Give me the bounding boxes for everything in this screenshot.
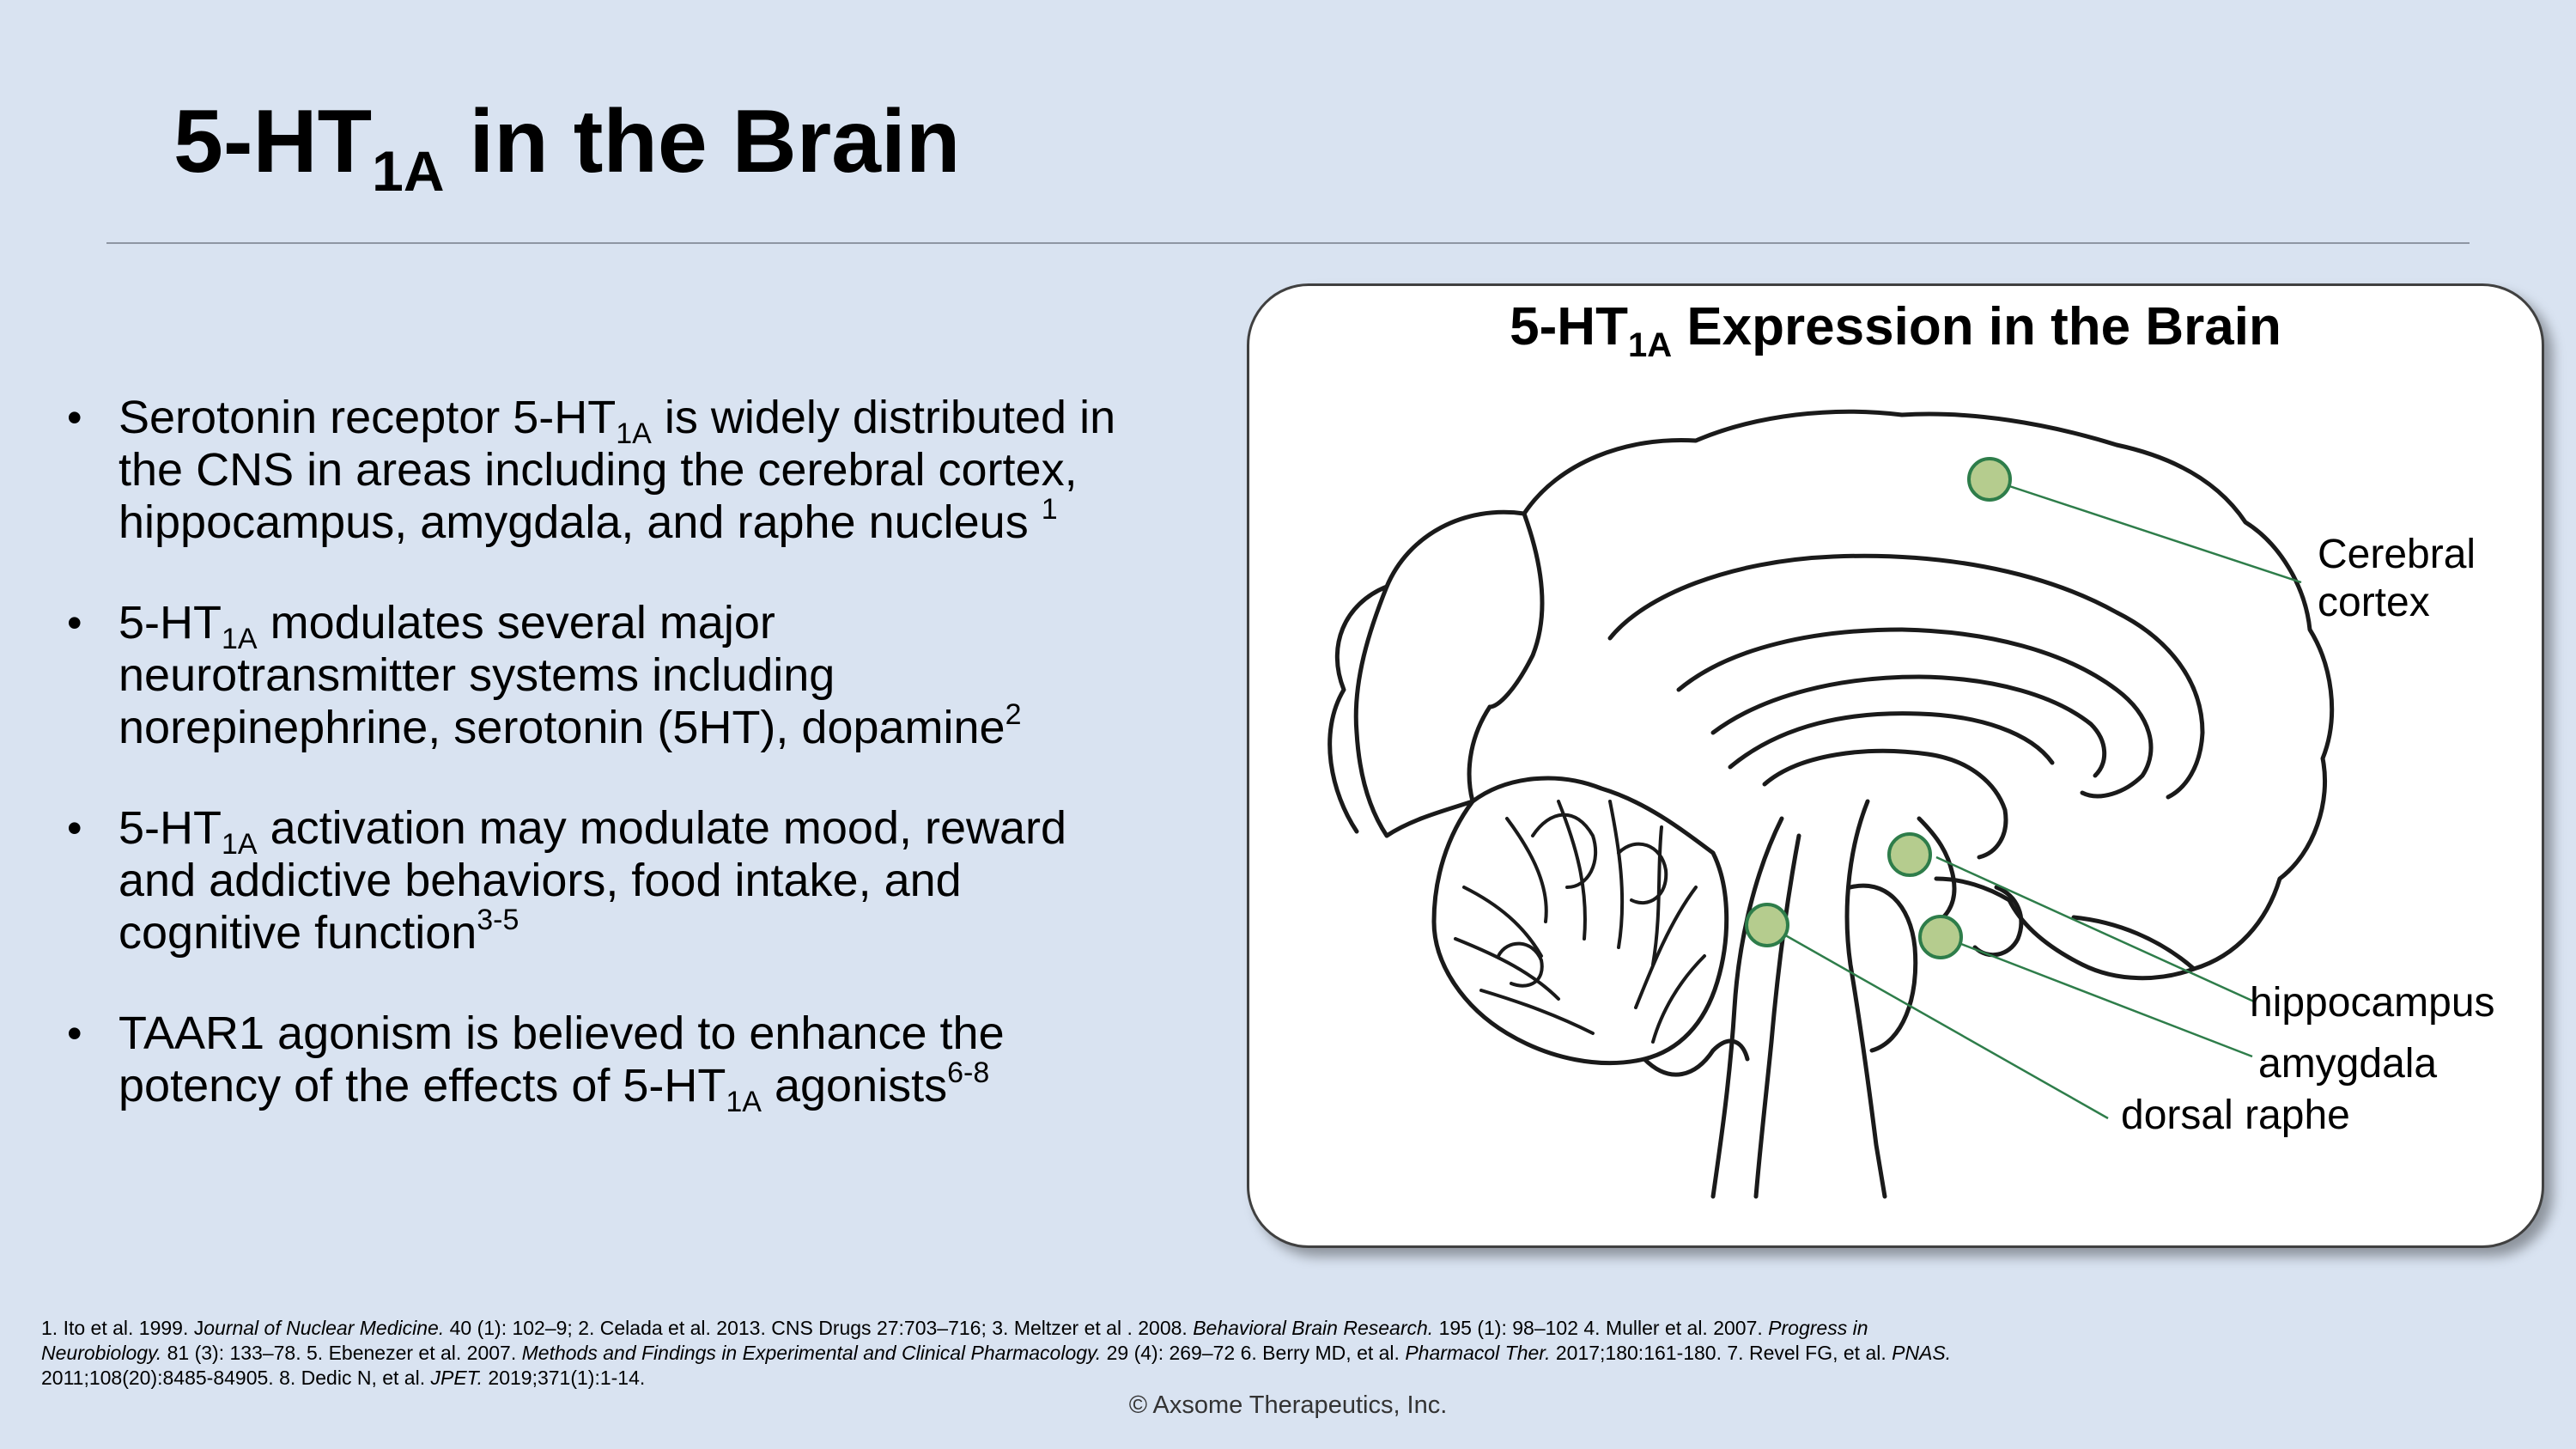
marker-cerebral-cortex	[1967, 457, 2012, 502]
slide-title: 5-HT1A in the Brain	[173, 92, 961, 203]
bullet-glyph: •	[67, 393, 82, 441]
brainstem-front	[1844, 799, 1887, 1199]
leader-line-cortex	[1993, 479, 2302, 584]
bullet-item: • TAAR1 agonism is believed to enhance t…	[67, 1008, 1005, 1118]
cerebellum-folia	[1505, 817, 1548, 923]
cerebellum-folia	[1531, 813, 1598, 889]
leader-line-amygdala	[1949, 938, 2253, 1058]
brain-diagram-panel: 5-HT1A Expression in the Brain Cerebral …	[1247, 283, 2544, 1248]
corpus-callosum-upper	[1676, 627, 2154, 799]
cerebellum-folia	[1651, 825, 1663, 966]
occipital-lobe	[1353, 584, 1492, 838]
pons	[1848, 883, 1918, 1053]
title-divider	[106, 242, 2470, 244]
label-amygdala: amygdala	[2258, 1041, 2438, 1087]
leader-line-hippocampus	[1935, 855, 2255, 1003]
cerebellum-lower	[1642, 1038, 1750, 1077]
label-cerebral-cortex: Cerebral cortex	[2318, 532, 2476, 625]
cerebellum-folia	[1651, 954, 1706, 1044]
copyright-footer: © Axsome Therapeutics, Inc.	[1128, 1391, 1448, 1419]
cerebellum-folia	[1497, 941, 1544, 988]
marker-amygdala	[1918, 915, 1963, 959]
cerebellum-folia	[1634, 886, 1698, 1009]
temporal-lobe	[1934, 876, 2196, 971]
brain-illustration	[1327, 409, 2335, 1199]
cerebellum-folia	[1462, 886, 1543, 958]
bullet-item: • Serotonin receptor 5-HT1A is widely di…	[67, 392, 1116, 548]
references: 1. Ito et al. 1999. Journal of Nuclear M…	[41, 1317, 1952, 1389]
marker-dorsal-raphe	[1745, 903, 1789, 947]
cerebellum-folia	[1608, 800, 1625, 949]
label-dorsal-raphe: dorsal raphe	[2121, 1093, 2350, 1138]
bullet-glyph: •	[67, 1009, 82, 1057]
bullet-item: • 5-HT1A modulates several major neurotr…	[67, 597, 1022, 753]
bullet-item: • 5-HT1A activation may modulate mood, r…	[67, 802, 1067, 959]
thalamus	[1762, 748, 2008, 860]
cerebellum-folia	[1617, 842, 1668, 905]
hypothalamus	[1917, 816, 1957, 928]
bullet-list: • Serotonin receptor 5-HT1A is widely di…	[67, 392, 1209, 1160]
label-hippocampus: hippocampus	[2250, 980, 2495, 1026]
fornix	[1728, 711, 2055, 770]
leader-line-dorsal-raphe	[1768, 924, 2109, 1120]
panel-title: 5-HT1A Expression in the Brain	[1510, 297, 2281, 364]
parietal-fold	[1487, 511, 1545, 709]
brainstem-back	[1710, 816, 1784, 1199]
marker-hippocampus	[1887, 832, 1932, 877]
corpus-callosum-lower	[1710, 674, 2107, 778]
cerebellum-folia	[1479, 989, 1595, 1035]
cingulate-gyrus	[1607, 553, 2205, 800]
cerebellum-folia	[1454, 937, 1560, 1001]
bullet-glyph: •	[67, 804, 82, 852]
pituitary	[1972, 885, 2024, 958]
aqueduct	[1753, 833, 1801, 1199]
bullet-glyph: •	[67, 599, 82, 647]
cerebellum-outline	[1431, 776, 1729, 1066]
cerebrum-outline	[1327, 409, 2335, 981]
